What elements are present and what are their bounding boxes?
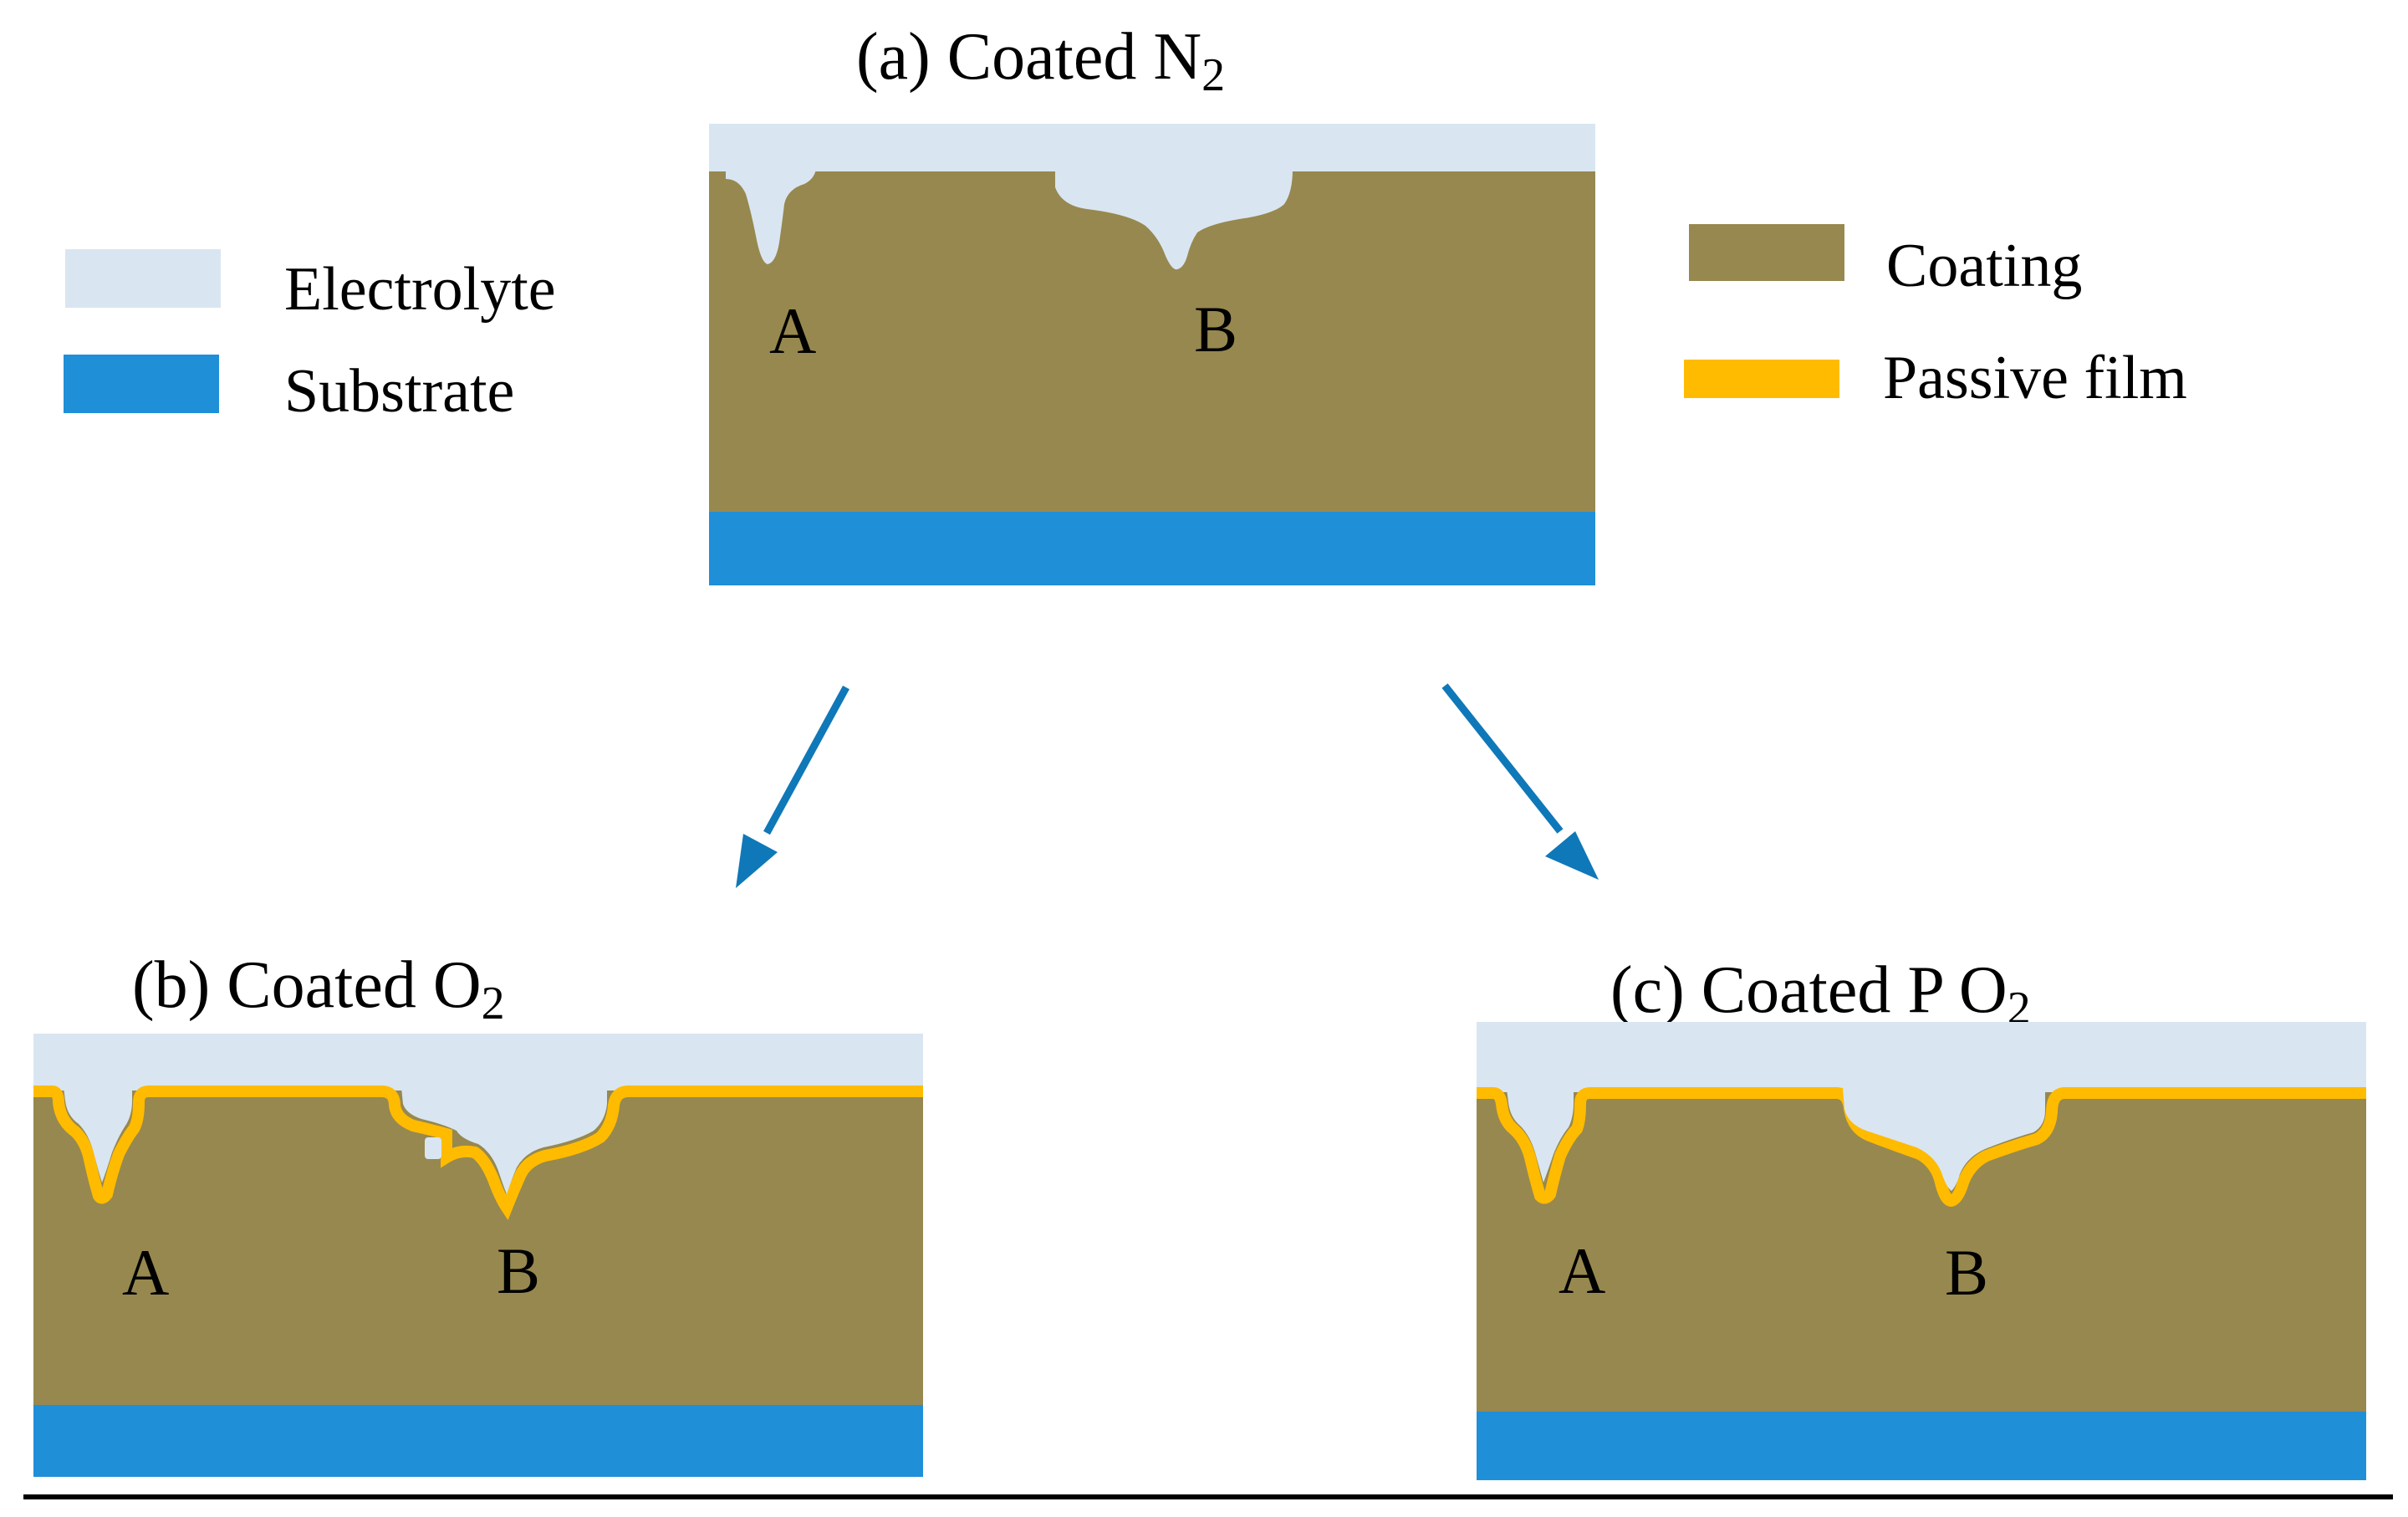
arrow-to-panel-b-head bbox=[736, 834, 778, 888]
legend-label-electrolyte: Electrolyte bbox=[284, 255, 556, 324]
panel-a-substrate bbox=[709, 512, 1595, 585]
panel-c: (c) Coated P O2 A B bbox=[1477, 953, 2366, 1480]
panel-a-electrolyte bbox=[709, 124, 1595, 174]
panel-b-pit-b bbox=[401, 1087, 607, 1194]
panel-c-label-a: A bbox=[1559, 1234, 1605, 1307]
legend-swatch-passive-film bbox=[1684, 360, 1839, 398]
panel-c-pit-b bbox=[1843, 1089, 2045, 1191]
panel-b: (b) Coated O2 A B bbox=[33, 948, 923, 1477]
panel-c-electrolyte bbox=[1477, 1022, 2366, 1094]
legend-label-coating: Coating bbox=[1886, 232, 2082, 300]
panel-b-passive-film bbox=[33, 1085, 923, 1220]
panel-a-title: (a) Coated N2 bbox=[856, 20, 1225, 101]
panel-b-film-flake bbox=[425, 1137, 441, 1159]
panel-a-label-b: B bbox=[1194, 293, 1237, 365]
panel-b-pit-a bbox=[64, 1087, 132, 1182]
panel-c-label-b: B bbox=[1945, 1236, 1988, 1309]
panel-c-substrate bbox=[1477, 1412, 2366, 1480]
legend-swatch-substrate bbox=[64, 355, 219, 413]
panel-b-label-b: B bbox=[497, 1234, 540, 1307]
legend-swatch-electrolyte bbox=[65, 249, 221, 308]
panel-b-label-a: A bbox=[122, 1236, 169, 1309]
arrow-to-panel-c-shaft bbox=[1441, 683, 1564, 834]
panel-a: (a) Coated N2 A B bbox=[709, 20, 1595, 585]
arrow-to-panel-c-head bbox=[1545, 831, 1599, 880]
panel-b-electrolyte bbox=[33, 1034, 923, 1092]
panel-c-pit-a bbox=[1507, 1089, 1574, 1182]
panel-c-title: (c) Coated P O2 bbox=[1610, 953, 2031, 1034]
arrow-to-panel-b-shaft bbox=[763, 685, 849, 835]
panel-a-pit-a bbox=[726, 169, 816, 264]
legend-label-passive-film: Passive film bbox=[1883, 344, 2187, 412]
legend: Electrolyte Substrate Coating Passive fi… bbox=[64, 224, 2187, 426]
panel-b-substrate bbox=[33, 1405, 923, 1477]
panel-a-label-a: A bbox=[769, 294, 816, 367]
panel-a-pit-b bbox=[1055, 169, 1293, 270]
legend-label-substrate: Substrate bbox=[284, 357, 514, 426]
panel-b-title: (b) Coated O2 bbox=[132, 948, 505, 1029]
legend-swatch-coating bbox=[1689, 224, 1844, 281]
arrows bbox=[736, 683, 1599, 888]
